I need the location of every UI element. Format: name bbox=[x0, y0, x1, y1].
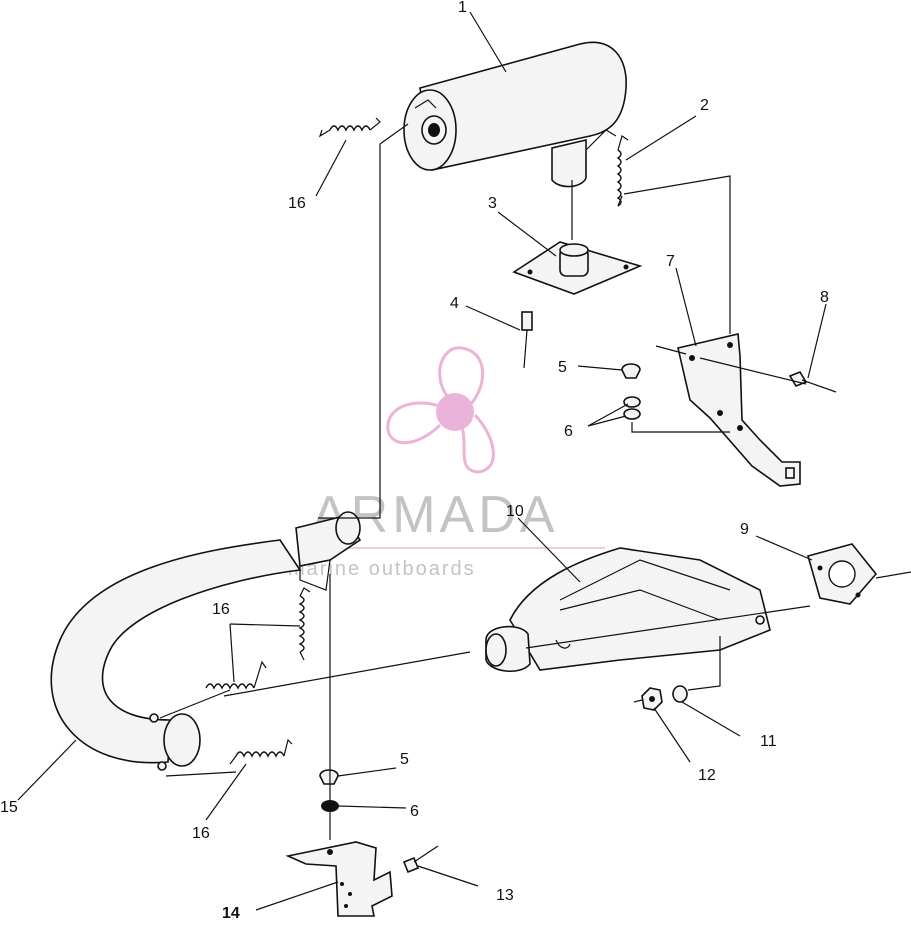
callout-16-center: 16 bbox=[212, 601, 230, 618]
assembly-lines bbox=[159, 123, 911, 840]
washers-upper bbox=[623, 396, 641, 420]
leader-lines bbox=[17, 11, 827, 911]
mounting-flange bbox=[512, 241, 643, 295]
nut-12 bbox=[641, 687, 663, 711]
watermark-tagline: marine outboards bbox=[288, 558, 476, 580]
callout-12: 12 bbox=[698, 767, 716, 784]
washer-11 bbox=[672, 685, 688, 703]
callout-10: 10 bbox=[506, 503, 524, 520]
lower-bracket bbox=[285, 841, 393, 917]
callout-8: 8 bbox=[820, 289, 829, 306]
callout-6: 6 bbox=[564, 423, 573, 440]
callout-1: 1 bbox=[458, 0, 467, 16]
spring-lower-left bbox=[229, 738, 293, 765]
callout-2: 2 bbox=[700, 97, 709, 114]
spring-upper-right bbox=[616, 135, 629, 207]
grommet-cap-lower bbox=[319, 769, 339, 785]
callout-7: 7 bbox=[666, 253, 675, 270]
bracket bbox=[677, 333, 801, 487]
bolt bbox=[521, 311, 533, 369]
expansion-chamber bbox=[50, 511, 362, 771]
callout-5: 5 bbox=[558, 359, 567, 376]
callout-16-lower: 16 bbox=[192, 825, 210, 842]
grommet-cap-upper bbox=[621, 363, 641, 379]
callout-16: 16 bbox=[288, 195, 306, 212]
gasket bbox=[807, 543, 878, 605]
callout-11: 11 bbox=[760, 733, 777, 750]
callout-6-lower: 6 bbox=[410, 803, 419, 820]
callout-5-lower: 5 bbox=[400, 751, 409, 768]
muffler-canister bbox=[403, 41, 627, 188]
y-pipe-manifold bbox=[485, 547, 771, 672]
propeller-icon bbox=[386, 346, 495, 474]
callout-15: 15 bbox=[0, 799, 18, 816]
callout-13: 13 bbox=[496, 887, 514, 904]
spring-upper-left bbox=[318, 117, 381, 138]
callout-labels: 1 2 3 4 5 6 7 8 9 10 11 12 13 14 15 16 1… bbox=[0, 0, 829, 922]
callout-9: 9 bbox=[740, 521, 749, 538]
callout-14: 14 bbox=[222, 905, 240, 921]
callout-3: 3 bbox=[488, 195, 497, 212]
spring-center-vertical bbox=[298, 587, 311, 661]
lower-bolt bbox=[402, 845, 439, 874]
spring-lower-mid bbox=[205, 660, 267, 690]
callout-4: 4 bbox=[450, 295, 459, 312]
